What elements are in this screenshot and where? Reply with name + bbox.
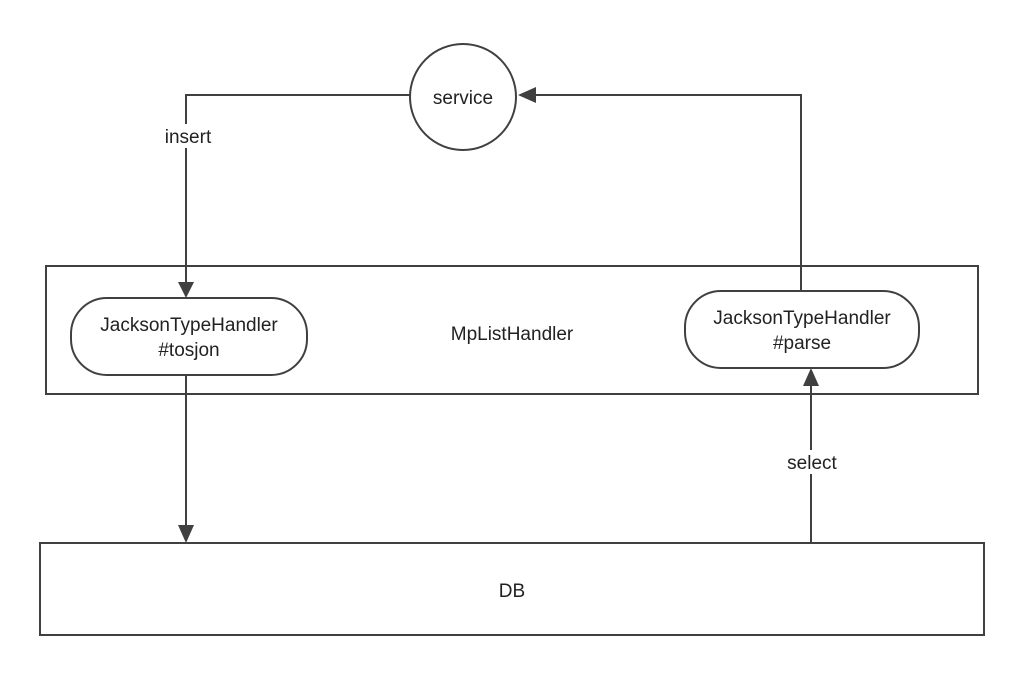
tojson-handler-node xyxy=(70,297,308,376)
tojson-handler-method: #tosjon xyxy=(158,340,219,361)
select-label: select xyxy=(787,453,837,474)
tojson-handler-name: JacksonTypeHandler xyxy=(100,315,278,336)
insert-label-bg xyxy=(158,124,218,148)
parse-to-service-edge xyxy=(534,94,802,291)
parse-handler-method: #parse xyxy=(773,333,831,354)
insert-arrowhead xyxy=(178,282,194,298)
select-label-bg xyxy=(781,450,843,474)
service-label: service xyxy=(433,88,493,109)
service-node xyxy=(409,43,517,151)
db-box xyxy=(39,542,985,636)
tojson-to-db-arrowhead xyxy=(178,525,194,543)
mplisthandler-label: MpListHandler xyxy=(451,324,574,345)
parse-to-service-arrowhead xyxy=(518,87,536,103)
insert-label: insert xyxy=(165,127,212,148)
select-arrowhead xyxy=(803,368,819,386)
parse-handler-name: JacksonTypeHandler xyxy=(713,308,891,329)
insert-edge xyxy=(185,94,410,284)
parse-handler-node xyxy=(684,290,920,369)
db-label: DB xyxy=(499,581,525,602)
